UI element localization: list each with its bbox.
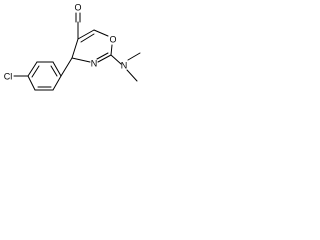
ring-bond-c5-c6: [77, 29, 95, 40]
ring-double-bond-c5-c6: [80, 33, 95, 43]
oxazine-ring: [71, 29, 113, 63]
ring-nitrogen-label: N: [91, 58, 98, 68]
phenyl-bond-6: [52, 61, 62, 77]
ring-bond-o-c2: [110, 44, 113, 56]
phenyl-double-bond-1: [31, 65, 40, 78]
amine-nitrogen-label: N: [121, 60, 128, 70]
phenyl-to-c4-bond: [60, 57, 73, 77]
ring-bond-c2-n3: [97, 54, 112, 63]
phenyl-bond-5: [52, 75, 62, 91]
aldehyde-oxygen-label: O: [74, 2, 81, 12]
chlorophenyl-ring: [27, 61, 62, 91]
ring-oxygen-label: O: [109, 34, 116, 44]
ring-bond-n3-c4: [71, 57, 91, 63]
c2-to-amine-bond: [110, 54, 122, 65]
ring-double-bond-c2-n3: [96, 52, 109, 60]
amine-methyl-bond-1: [127, 52, 141, 61]
phenyl-bond-3: [27, 75, 36, 91]
chlorine-label: Cl: [4, 71, 13, 81]
ring-bond-c4-c5: [71, 38, 79, 59]
phenyl-bond-2: [27, 61, 38, 77]
amine-methyl-bond-2: [126, 69, 138, 82]
ring-bond-c6-o: [93, 29, 109, 37]
phenyl-double-bond-3: [50, 65, 58, 77]
chemical-structure: O O N N Cl: [4, 2, 141, 91]
